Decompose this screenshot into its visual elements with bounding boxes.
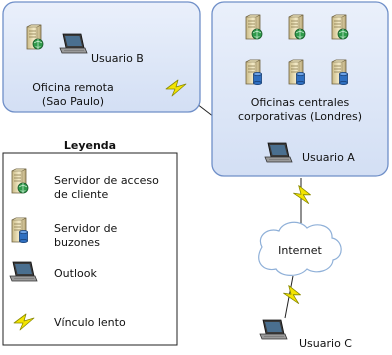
legend-item-outlook: Outlook xyxy=(54,267,97,280)
hq-cas-server-icon-2 xyxy=(289,15,305,39)
hq-mailbox-server-icon-2 xyxy=(289,60,305,85)
legend-box xyxy=(2,152,178,346)
legend-item-slow-link: Vínculo lento xyxy=(54,316,126,329)
remote-office-name: Oficina remota xyxy=(32,81,113,94)
hq-cas-server-icon-3 xyxy=(332,15,348,39)
legend-item-cas-line1: Servidor de acceso xyxy=(54,174,159,187)
hq-office-name: Oficinas centrales xyxy=(251,96,350,109)
hq-mailbox-server-icon-3 xyxy=(332,60,348,85)
legend: Leyenda Servidor de acceso de cliente Se… xyxy=(2,139,178,346)
slow-link-bolt-userc xyxy=(281,282,303,308)
client-access-server-icon xyxy=(12,169,28,193)
hq-mailbox-server-icon-1 xyxy=(246,60,262,85)
user-c-label: Usuario C xyxy=(299,337,352,350)
legend-item-mbx-line2: buzones xyxy=(54,236,100,249)
remote-office-city: (Sao Paulo) xyxy=(42,95,104,108)
internet-label: Internet xyxy=(278,244,322,257)
user-b-label: Usuario B xyxy=(91,52,144,65)
hq-office-box xyxy=(211,1,389,177)
internet-cloud-icon xyxy=(258,221,342,276)
remote-cas-server-icon xyxy=(27,25,43,49)
mailbox-server-icon xyxy=(12,218,28,243)
remote-office-box xyxy=(2,1,201,113)
hq-office-city: corporativas (Londres) xyxy=(238,110,362,123)
user-c-laptop-icon xyxy=(259,319,288,340)
legend-item-cas-line2: de cliente xyxy=(54,188,108,201)
user-a-label: Usuario A xyxy=(302,151,355,164)
legend-title: Leyenda xyxy=(64,139,116,152)
slow-link-bolt-hq xyxy=(291,182,313,208)
hq-cas-server-icon-1 xyxy=(246,15,262,39)
legend-item-mbx-line1: Servidor de xyxy=(54,222,118,235)
